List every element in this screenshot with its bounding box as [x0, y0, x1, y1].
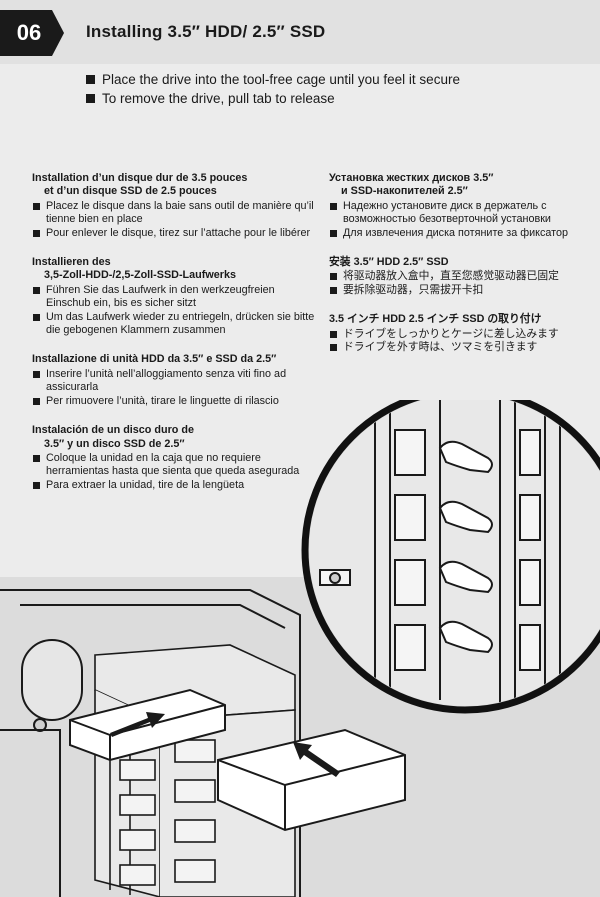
section-title: Installation d’un disque dur de 3.5 pouc… [32, 172, 322, 199]
list-item-text: Pour enlever le disque, tirez sur l’atta… [46, 226, 311, 239]
list-item: 将驱动器放入盒中，直至您感觉驱动器已固定 [329, 270, 595, 283]
bullet-square-icon [86, 75, 95, 84]
list-item: Надежно установите диск в держатель с во… [329, 200, 595, 227]
list-item: ドライブを外す時は、ツマミを引きます [329, 341, 595, 354]
bullet-square-icon [33, 229, 40, 237]
section-title-line: 3,5-Zoll-HDD-/2,5-Zoll-SSD-Laufwerks [44, 269, 236, 282]
section-spanish: Instalación de un disco duro de 3.5″ y u… [32, 424, 322, 492]
section-title: Установка жестких дисков 3.5″ и SSD-нако… [329, 172, 595, 199]
list-item: Coloque la unidad en la caja que no requ… [32, 452, 322, 479]
list-item-text: 要拆除驱动器，只需拔开卡扣 [343, 283, 484, 296]
list-item-text: Надежно установите диск в держатель с во… [343, 199, 551, 226]
list-item-text: Um das Laufwerk wieder zu entriegeln, dr… [46, 310, 315, 337]
section-japanese: 3.5 インチ HDD 2.5 インチ SSD の取り付け ドライブをしっかりと… [329, 313, 595, 354]
list-item-text: 将驱动器放入盒中，直至您感觉驱动器已固定 [343, 270, 559, 283]
bullet-square-icon [33, 454, 40, 462]
section-title-line: et d’un disque SSD de 2.5 pouces [44, 185, 217, 198]
bullet-square-icon [33, 286, 40, 294]
list-item-text: ドライブを外す時は、ツマミを引きます [343, 341, 538, 354]
list-item: Inserire l’unità nell’alloggiamento senz… [32, 368, 322, 395]
bullet-square-icon [330, 229, 337, 237]
section-title: 3.5 インチ HDD 2.5 インチ SSD の取り付け [329, 313, 595, 326]
list-item-text: Для извлечения диска потяните за фиксато… [343, 226, 568, 239]
bullet-square-icon [330, 330, 337, 338]
list-item: Pour enlever le disque, tirez sur l’atta… [32, 227, 322, 240]
instruction-text: Place the drive into the tool-free cage … [102, 72, 460, 87]
bullet-square-icon [33, 481, 40, 489]
bullet-square-icon [330, 202, 337, 210]
section-title: 安装 3.5″ HDD 2.5″ SSD [329, 256, 595, 269]
section-title: Installazione di unità HDD da 3.5″ e SSD… [32, 353, 322, 366]
insert-arrow-icon [110, 712, 165, 737]
section-french: Installation d’un disque dur de 3.5 pouc… [32, 172, 322, 240]
section-chinese: 安装 3.5″ HDD 2.5″ SSD 将驱动器放入盒中，直至您感觉驱动器已固… [329, 256, 595, 297]
hdd-drive [217, 728, 406, 832]
list-item: Для извлечения диска потяните за фиксато… [329, 227, 595, 240]
section-title-line: 安装 3.5″ HDD 2.5″ SSD [329, 256, 449, 269]
bullet-square-icon [33, 397, 40, 405]
bullet-square-icon [86, 94, 95, 103]
instruction-item: To remove the drive, pull tab to release [86, 89, 460, 108]
section-italian: Installazione di unità HDD da 3.5″ e SSD… [32, 353, 322, 408]
list-item-text: Para extraer la unidad, tire de la lengü… [46, 478, 245, 491]
translations-right-column: Установка жестких дисков 3.5″ и SSD-нако… [329, 172, 595, 370]
step-header: 06 Installing 3.5″ HDD/ 2.5″ SSD [0, 0, 600, 64]
drive-installation-illustration [0, 400, 600, 897]
bullet-square-icon [330, 286, 337, 294]
section-german: Installieren des 3,5-Zoll-HDD-/2,5-Zoll-… [32, 256, 322, 337]
list-item-text: Führen Sie das Laufwerk in den werkzeugf… [46, 283, 275, 310]
bullet-square-icon [33, 313, 40, 321]
ssd-drive [69, 688, 226, 762]
section-title-line: 3.5 インチ HDD 2.5 インチ SSD の取り付け [329, 313, 542, 326]
section-title-line: Installieren des [32, 256, 111, 269]
list-item: 要拆除驱动器，只需拔开卡扣 [329, 284, 595, 297]
bullet-square-icon [330, 273, 337, 281]
list-item-text: Placez le disque dans la baie sans outil… [46, 199, 314, 226]
section-title-line: 3.5″ y un disco SSD de 2.5″ [44, 437, 185, 450]
section-title-line: Установка жестких дисков 3.5″ [329, 172, 494, 184]
case-panel [0, 589, 301, 897]
list-item-text: Inserire l’unità nell’alloggiamento senz… [46, 367, 287, 394]
instruction-item: Place the drive into the tool-free cage … [86, 70, 460, 89]
section-title-line: Installazione di unità HDD da 3.5″ e SSD… [32, 353, 277, 366]
section-russian: Установка жестких дисков 3.5″ и SSD-нако… [329, 172, 595, 240]
list-item: Per rimuovere l’unità, tirare le linguet… [32, 395, 322, 408]
magnifier-circle-icon [301, 400, 600, 714]
list-item-text: ドライブをしっかりとケージに差し込みます [343, 327, 559, 340]
drive-cage [94, 644, 296, 897]
list-item: Para extraer la unidad, tire de la lengü… [32, 479, 322, 492]
list-item-text: Per rimuovere l’unità, tirare le linguet… [46, 394, 279, 407]
step-badge-icon [0, 10, 64, 56]
list-item: Placez le disque dans la baie sans outil… [32, 200, 322, 227]
instruction-text: To remove the drive, pull tab to release [102, 91, 335, 106]
section-title: Installieren des 3,5-Zoll-HDD-/2,5-Zoll-… [32, 256, 322, 283]
insert-arrow-icon [293, 742, 340, 777]
bullet-square-icon [33, 202, 40, 210]
page-title: Installing 3.5″ HDD/ 2.5″ SSD [86, 22, 326, 41]
section-title-line: Installation d’un disque dur de 3.5 pouc… [32, 172, 248, 184]
list-item: Um das Laufwerk wieder zu entriegeln, dr… [32, 311, 322, 338]
list-item: ドライブをしっかりとケージに差し込みます [329, 328, 595, 341]
bullet-square-icon [33, 370, 40, 378]
step-number: 06 [16, 20, 42, 45]
section-title-line: и SSD-накопителей 2.5″ [341, 185, 468, 198]
list-item: Führen Sie das Laufwerk in den werkzeugf… [32, 284, 322, 311]
section-title-line: Instalación de un disco duro de [32, 424, 194, 437]
main-instructions: Place the drive into the tool-free cage … [86, 70, 460, 108]
bullet-square-icon [330, 344, 337, 352]
translations-left-column: Installation d’un disque dur de 3.5 pouc… [32, 172, 322, 508]
section-title: Instalación de un disco duro de 3.5″ y u… [32, 424, 322, 451]
list-item-text: Coloque la unidad en la caja que no requ… [46, 451, 300, 478]
